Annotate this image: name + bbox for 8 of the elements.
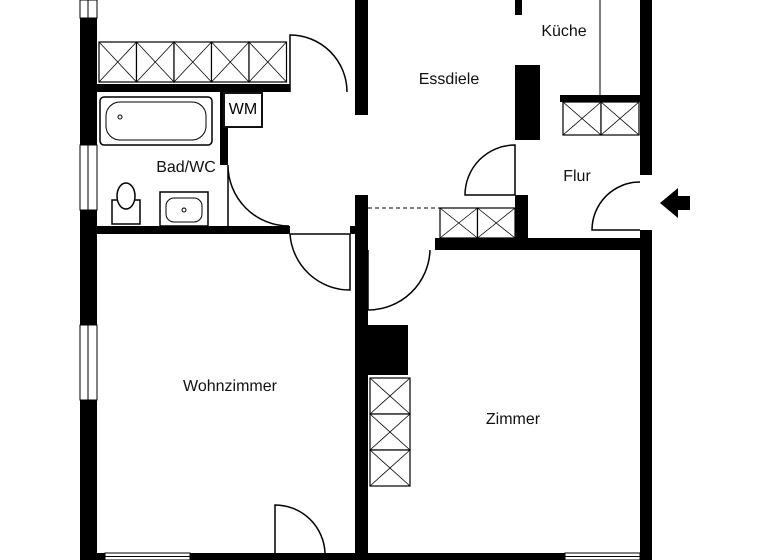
appliance-label: WM — [228, 101, 258, 119]
room-label: Essdiele — [418, 71, 480, 89]
appliance-box — [223, 92, 263, 128]
room-label: Zimmer — [486, 411, 540, 429]
room-label: Bad/WC — [156, 159, 216, 177]
room-label: Küche — [541, 23, 587, 41]
room-label: Flur — [563, 168, 591, 186]
room-label: Wohnzimmer — [183, 378, 277, 396]
